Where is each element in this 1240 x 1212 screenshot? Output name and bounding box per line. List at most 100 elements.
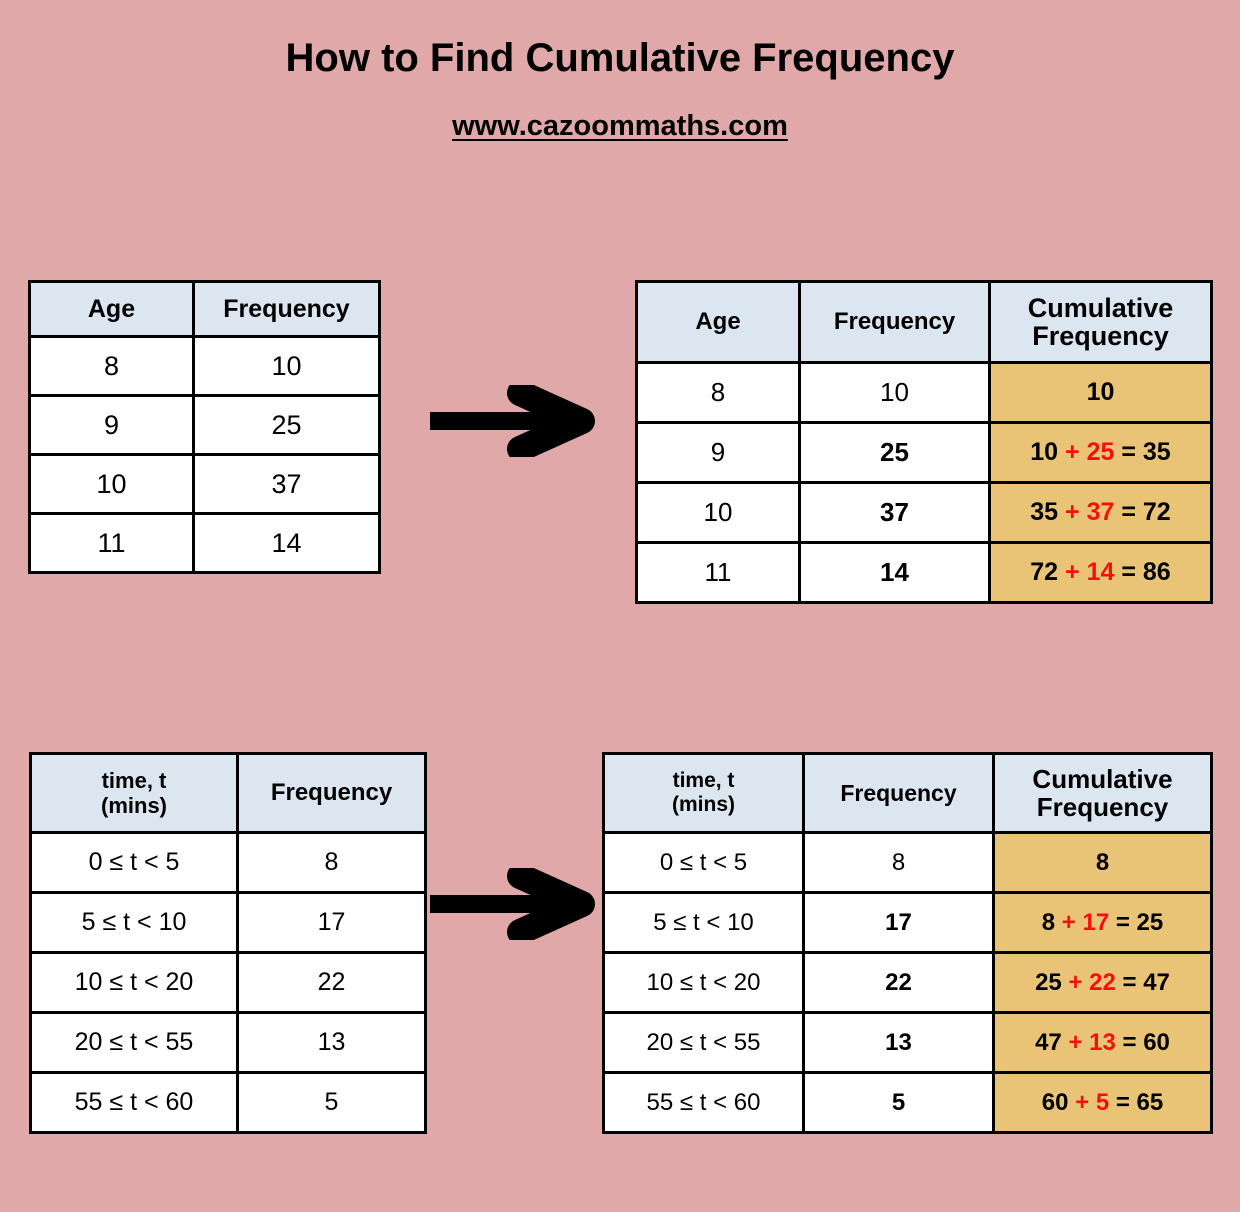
cumulative-token: + xyxy=(1055,908,1076,936)
cell-cumulative: 47 + 13 = 60 xyxy=(992,1011,1213,1074)
site-url-link[interactable]: www.cazoommaths.com xyxy=(452,110,788,142)
cell-interval: 55 ≤ t < 60 xyxy=(602,1071,805,1134)
cell-interval: 5 ≤ t < 10 xyxy=(29,891,239,954)
table-row: 5 ≤ t < 10 17 xyxy=(29,891,427,954)
cumulative-token: 25 xyxy=(1129,908,1164,936)
cumulative-token: 17 xyxy=(1075,908,1110,936)
table-row: 8 10 xyxy=(28,335,381,397)
table-row: 0 ≤ t < 5 8 xyxy=(29,831,427,894)
column-header-age: Age xyxy=(635,280,801,364)
cell-frequency: 17 xyxy=(802,891,995,954)
cell-age: 11 xyxy=(28,512,195,574)
cumulative-token: + xyxy=(1061,968,1083,996)
cumulative-token: 72 xyxy=(1030,558,1059,586)
cell-frequency: 10 xyxy=(192,335,381,397)
cell-frequency: 14 xyxy=(798,541,991,604)
cell-cumulative: 8 + 17 = 25 xyxy=(992,891,1213,954)
table-row: 20 ≤ t < 55 13 47 + 13 = 60 xyxy=(602,1011,1213,1074)
cell-cumulative: 10 xyxy=(988,361,1213,424)
cell-cumulative: 35 + 37 = 72 xyxy=(988,481,1213,544)
cell-frequency: 22 xyxy=(802,951,995,1014)
table-row: 5 ≤ t < 10 17 8 + 17 = 25 xyxy=(602,891,1213,954)
right-arrow-icon xyxy=(430,380,596,462)
cell-frequency: 22 xyxy=(236,951,427,1014)
column-header-frequency: Frequency xyxy=(236,752,427,834)
table-row: 10 37 xyxy=(28,453,381,515)
cell-cumulative: 60 + 5 = 65 xyxy=(992,1071,1213,1134)
table-row: 0 ≤ t < 5 8 8 xyxy=(602,831,1213,894)
cumulative-token: 8 xyxy=(1095,848,1110,876)
cell-interval: 10 ≤ t < 20 xyxy=(602,951,805,1014)
table-row: 8 10 10 xyxy=(635,361,1213,424)
column-header-age: Age xyxy=(28,280,195,338)
cell-cumulative: 25 + 22 = 47 xyxy=(992,951,1213,1014)
table-row: 10 ≤ t < 20 22 25 + 22 = 47 xyxy=(602,951,1213,1014)
cumulative-token: = xyxy=(1114,558,1136,586)
cell-interval: 0 ≤ t < 5 xyxy=(29,831,239,894)
cell-age: 9 xyxy=(28,394,195,456)
cell-frequency: 17 xyxy=(236,891,427,954)
cumulative-token: + xyxy=(1058,558,1080,586)
cumulative-token: 86 xyxy=(1135,558,1171,586)
cumulative-token: 72 xyxy=(1135,498,1171,526)
cell-age: 8 xyxy=(635,361,801,424)
cell-cumulative: 8 xyxy=(992,831,1213,894)
cell-age: 8 xyxy=(28,335,195,397)
table-row: 10 ≤ t < 20 22 xyxy=(29,951,427,1014)
table-row: 55 ≤ t < 60 5 xyxy=(29,1071,427,1134)
column-header-frequency: Frequency xyxy=(802,752,995,834)
cumulative-token: + xyxy=(1068,1088,1090,1116)
age-cumulative-table: Age Frequency Cumulative Frequency 8 10 … xyxy=(635,280,1213,604)
age-source-table: Age Frequency 8 10 9 25 10 37 11 14 xyxy=(28,280,381,574)
cumulative-token: 25 xyxy=(1079,438,1115,466)
table-row: 9 25 10 + 25 = 35 xyxy=(635,421,1213,484)
cell-interval: 20 ≤ t < 55 xyxy=(29,1011,239,1074)
cell-interval: 5 ≤ t < 10 xyxy=(602,891,805,954)
cumulative-token: = xyxy=(1115,968,1137,996)
cumulative-token: 35 xyxy=(1135,438,1171,466)
cumulative-token: = xyxy=(1114,498,1136,526)
cell-cumulative: 72 + 14 = 86 xyxy=(988,541,1213,604)
cumulative-token: + xyxy=(1058,498,1080,526)
cumulative-token: 8 xyxy=(1041,908,1056,936)
table-row: 10 37 35 + 37 = 72 xyxy=(635,481,1213,544)
cell-frequency: 5 xyxy=(802,1071,995,1134)
table-header-row: Age Frequency xyxy=(28,280,381,338)
cumulative-token: 5 xyxy=(1089,1088,1110,1116)
cumulative-token: 22 xyxy=(1082,968,1116,996)
cumulative-token: 60 xyxy=(1041,1088,1069,1116)
table-row: 11 14 xyxy=(28,512,381,574)
cumulative-token: = xyxy=(1114,438,1136,466)
cumulative-token: = xyxy=(1109,1088,1130,1116)
right-arrow-icon xyxy=(430,863,596,945)
cell-interval: 55 ≤ t < 60 xyxy=(29,1071,239,1134)
cumulative-token: 47 xyxy=(1035,1028,1062,1056)
cell-frequency: 10 xyxy=(798,361,991,424)
cumulative-token: 10 xyxy=(1030,438,1059,466)
cell-frequency: 5 xyxy=(236,1071,427,1134)
cell-age: 11 xyxy=(635,541,801,604)
cumulative-token: 47 xyxy=(1136,968,1170,996)
column-header-frequency: Frequency xyxy=(192,280,381,338)
column-header-cumulative-frequency: Cumulative Frequency xyxy=(988,280,1213,364)
cumulative-token: = xyxy=(1115,1028,1137,1056)
cumulative-token: + xyxy=(1061,1028,1083,1056)
cell-frequency: 25 xyxy=(798,421,991,484)
column-header-time: time, t(mins) xyxy=(29,752,239,834)
cell-interval: 0 ≤ t < 5 xyxy=(602,831,805,894)
cell-age: 9 xyxy=(635,421,801,484)
table-header-row: Age Frequency Cumulative Frequency xyxy=(635,280,1213,364)
cell-frequency: 13 xyxy=(236,1011,427,1074)
cumulative-token: = xyxy=(1109,908,1130,936)
cell-frequency: 37 xyxy=(192,453,381,515)
cumulative-token: 65 xyxy=(1129,1088,1164,1116)
table-header-row: time, t(mins) Frequency xyxy=(29,752,427,834)
cell-frequency: 8 xyxy=(802,831,995,894)
cell-age: 10 xyxy=(635,481,801,544)
table-row: 11 14 72 + 14 = 86 xyxy=(635,541,1213,604)
table-row: 55 ≤ t < 60 5 60 + 5 = 65 xyxy=(602,1071,1213,1134)
cell-frequency: 13 xyxy=(802,1011,995,1074)
